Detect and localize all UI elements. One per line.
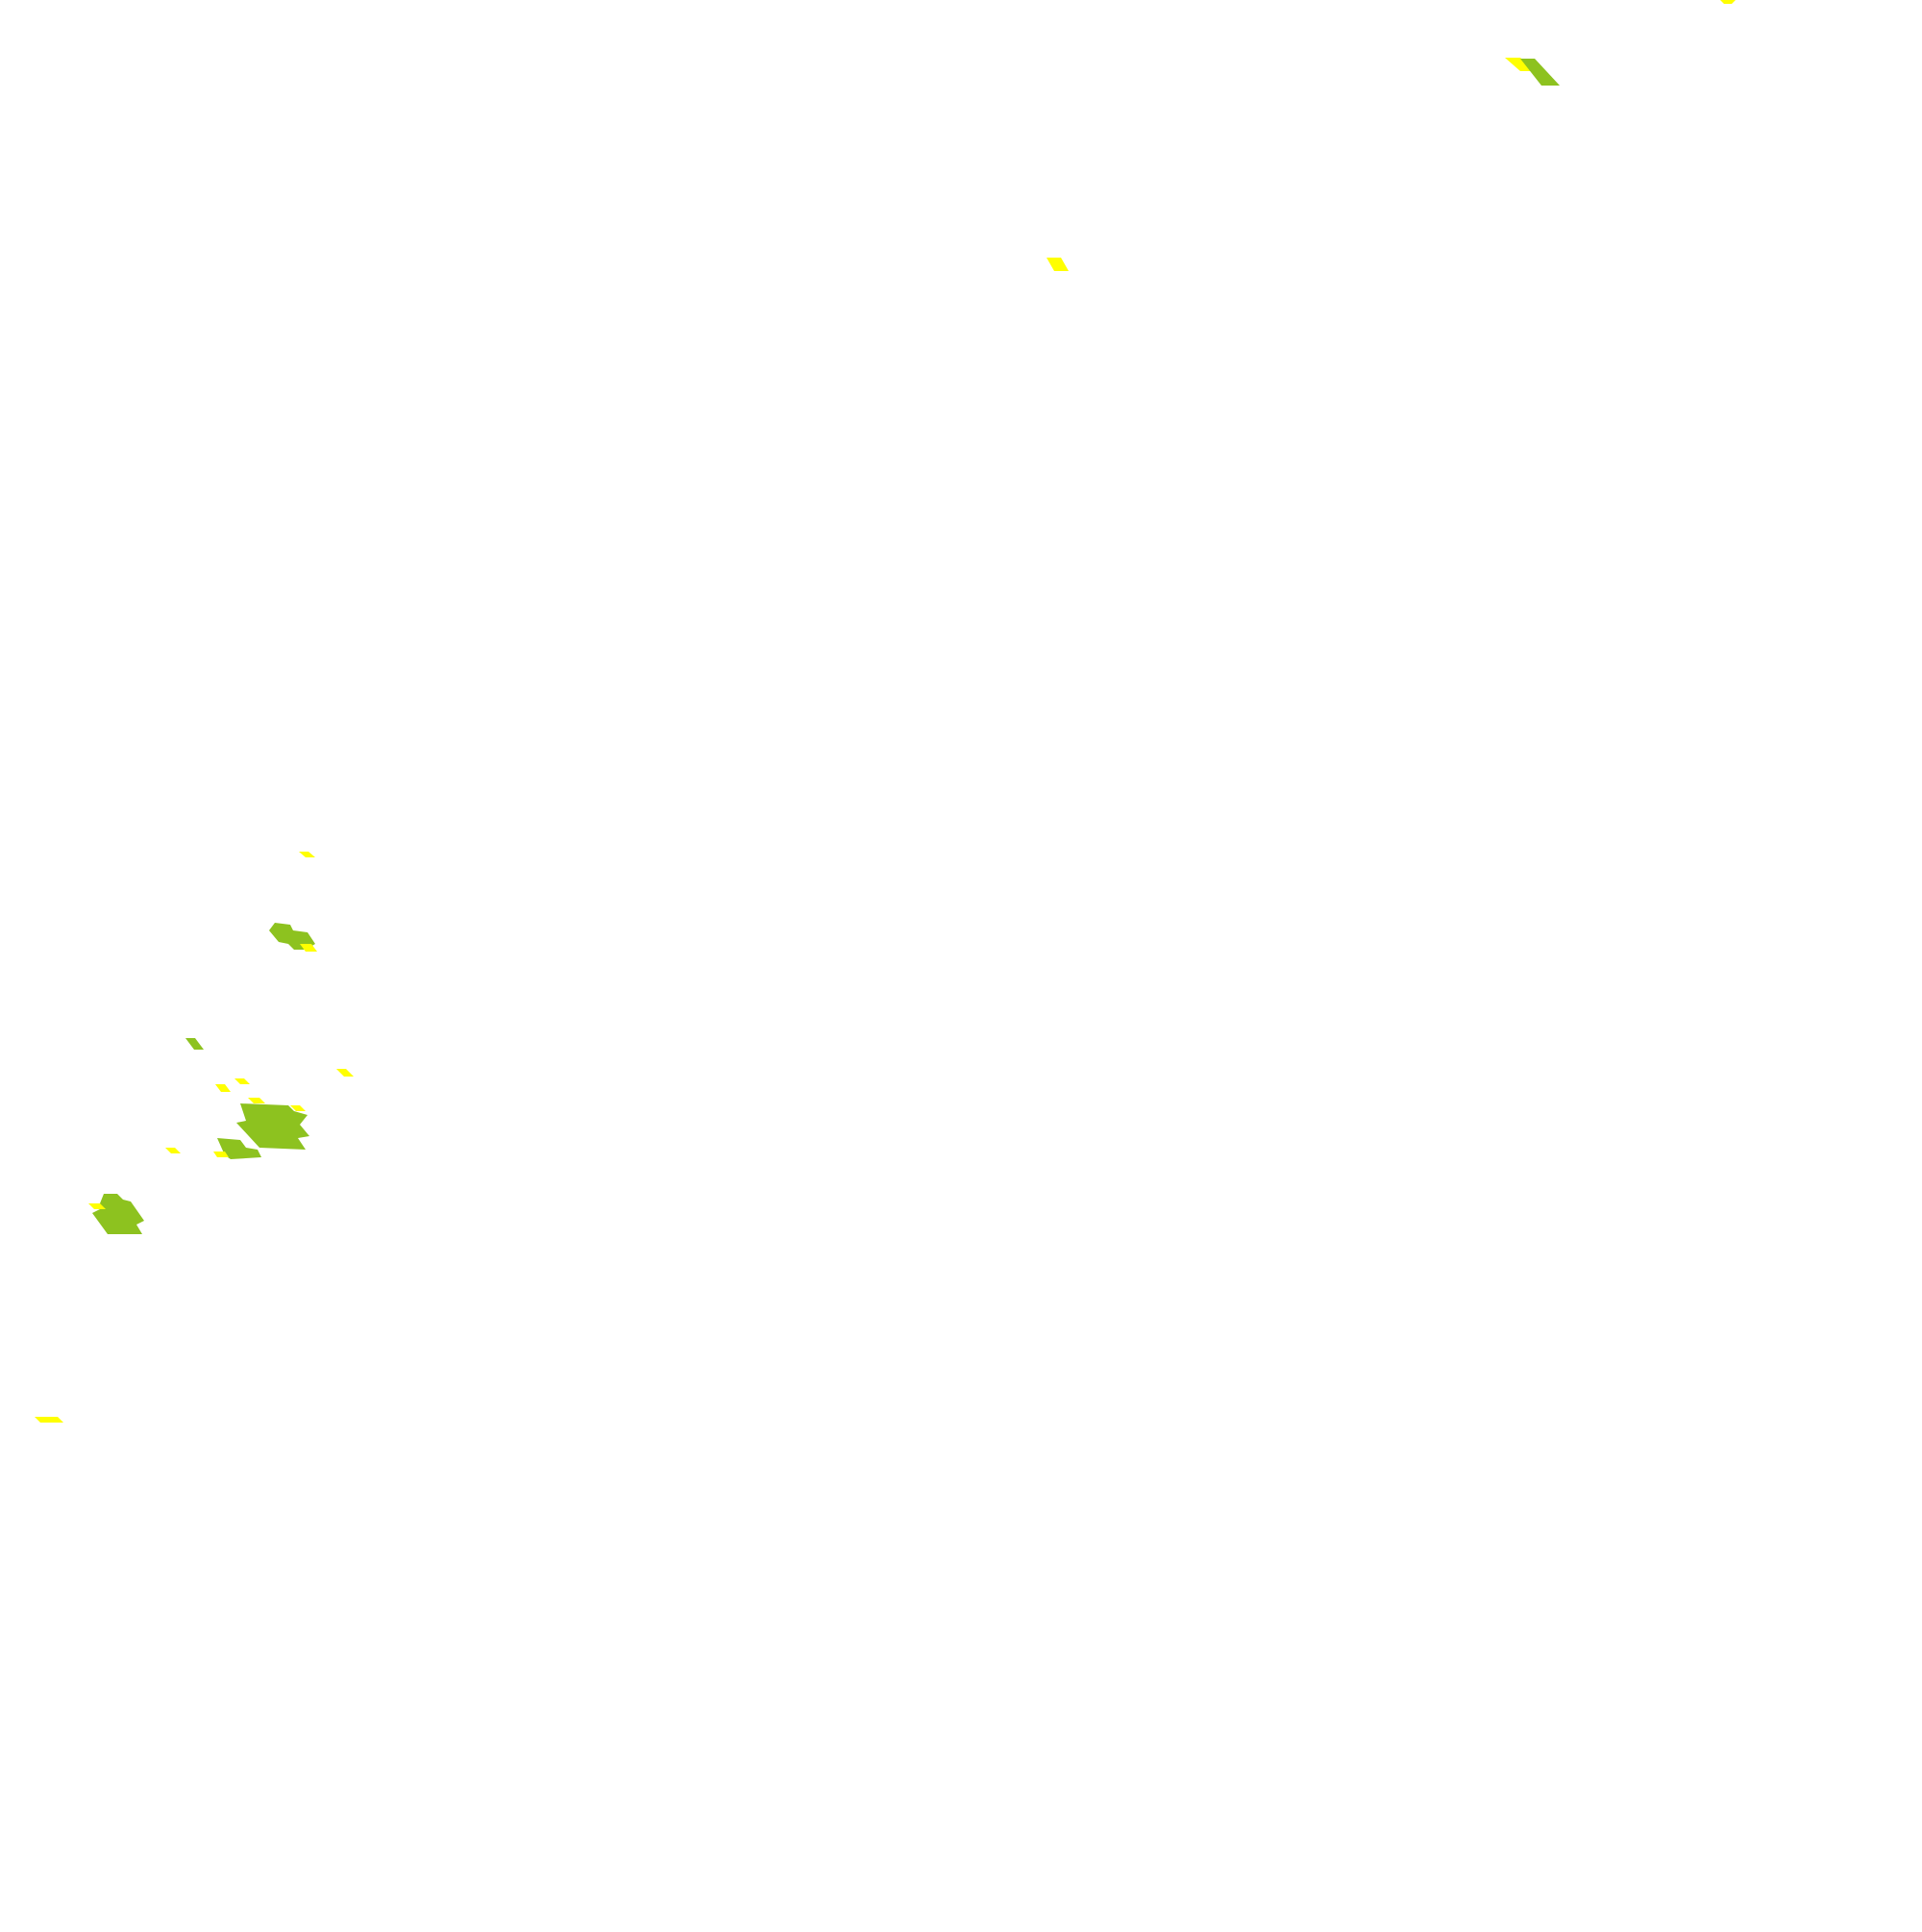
map-cell-yellow — [299, 852, 315, 857]
map-cell-yellow — [300, 944, 317, 952]
map-cell-yellow — [248, 1098, 265, 1103]
map-cell-yellow — [1720, 0, 1736, 4]
map-cell-yellow — [88, 1203, 106, 1209]
map-cell-yellow — [290, 1105, 306, 1111]
map-cell-green — [185, 1038, 204, 1050]
map-cell-green — [217, 1138, 261, 1159]
map-cell-yellow — [1047, 258, 1069, 271]
map-cell-yellow — [213, 1152, 229, 1157]
map-cell-yellow — [215, 1084, 231, 1092]
map-cell-yellow — [336, 1069, 354, 1077]
map-cell-yellow — [165, 1148, 181, 1153]
map-cell-green — [236, 1103, 309, 1150]
map-cell-green — [92, 1194, 144, 1234]
map-cell-green — [269, 923, 315, 950]
map-cell-yellow — [234, 1078, 250, 1084]
map-cell-yellow — [35, 1417, 63, 1423]
map-cell-green — [1520, 59, 1560, 86]
